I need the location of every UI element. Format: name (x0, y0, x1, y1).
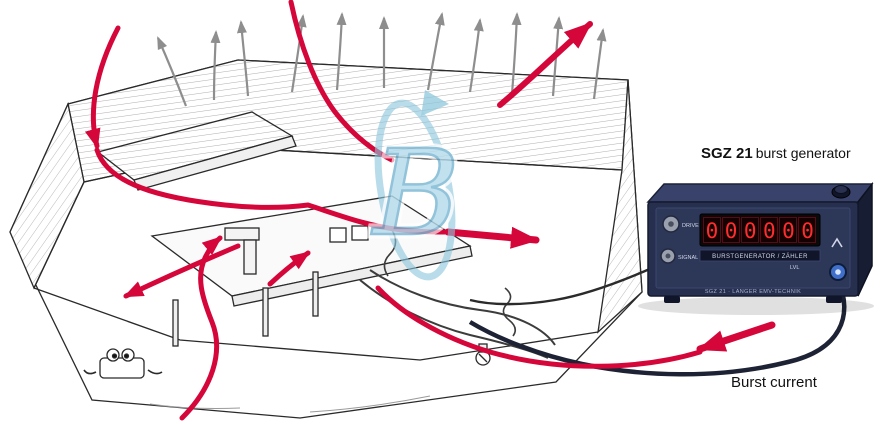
flux-letter: B (371, 124, 460, 262)
field-arrow (335, 12, 347, 91)
current-top-center (288, 0, 395, 163)
current-entry-top-left (84, 25, 121, 149)
signal-knob-label: SIGNAL (678, 255, 698, 261)
burst-generator-device: 000000 BURSTGENERATOR / ZÄHLER DRIVE SIG… (638, 181, 874, 315)
field-arrows (156, 12, 607, 107)
field-arrow (236, 20, 250, 97)
cartoon-component (83, 348, 163, 379)
field-arrow (426, 12, 445, 91)
current-exit-top-right (497, 21, 593, 108)
field-arrow (156, 36, 188, 107)
field-arrow (592, 28, 607, 100)
current-paths (84, 0, 776, 421)
seven-segment-display: 000000 (699, 213, 821, 247)
device-descriptor-label: burst generator (755, 145, 851, 161)
current-arrow-to-device (444, 226, 540, 249)
current-arrow-left-down (123, 243, 241, 299)
flux-loop-arrowhead (421, 90, 449, 116)
display-value: 000000 (706, 219, 821, 243)
main-pcb-edge (231, 245, 473, 307)
b-field-symbol: B B (367, 90, 464, 281)
cables (468, 266, 847, 377)
device-right-face (857, 181, 873, 297)
chassis-right-wall (597, 79, 643, 334)
field-arrow (210, 30, 221, 101)
current-return-loop (375, 285, 703, 369)
drive-knob-label: DRIVE (682, 223, 699, 229)
device-footer: SGZ 21 · LANGER EMV-TECHNIK (705, 289, 801, 295)
current-mid-run (94, 147, 448, 235)
output-cable (468, 279, 847, 377)
panel-label-strip (699, 249, 821, 262)
field-arrow (468, 18, 484, 93)
current-arrow-inner (267, 250, 311, 287)
flux-letter-halo: B (371, 124, 460, 262)
current-bottom-s-curve (179, 235, 223, 421)
field-arrow (290, 14, 307, 93)
level-label: LVL (790, 265, 799, 271)
burst-current-label: Burst current (731, 374, 817, 391)
signal-cable (469, 266, 653, 306)
waveform-icon (831, 237, 843, 248)
burst-current-arrow (696, 321, 776, 353)
chassis-sketch (9, 59, 643, 419)
device-foot (664, 296, 680, 303)
device-model-label: SGZ 21 (701, 145, 753, 162)
device-foot (826, 296, 842, 303)
panel-label: BURSTGENERATOR / ZÄHLER (712, 253, 808, 260)
field-arrow (510, 12, 522, 95)
